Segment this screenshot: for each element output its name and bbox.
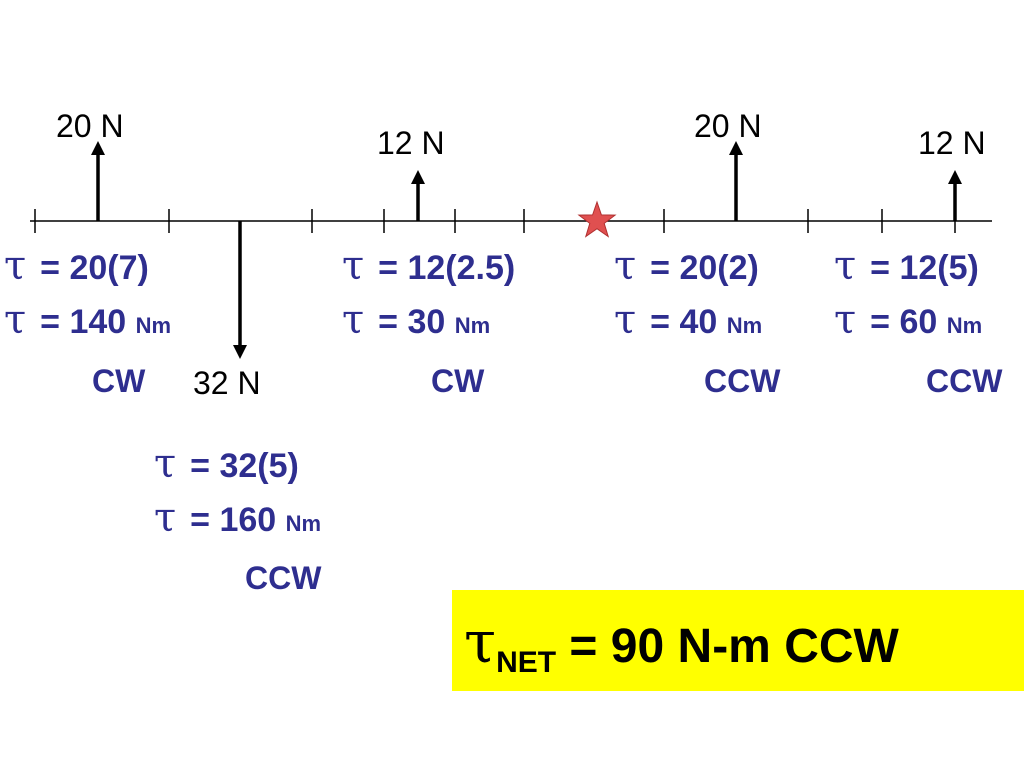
- torque-result: τ = 30 Nm: [342, 300, 490, 346]
- rotation-direction: CCW: [926, 363, 1003, 399]
- tau-symbol: τ: [342, 297, 365, 343]
- net-torque-value: = 90 N-m CCW: [556, 620, 899, 673]
- torque-equation: τ = 12(5): [834, 246, 979, 288]
- torque-unit: Nm: [454, 313, 491, 338]
- tau-symbol: τ: [4, 243, 27, 289]
- torque-unit: Nm: [285, 511, 322, 536]
- torque-result: τ = 160 Nm: [154, 498, 321, 544]
- tau-symbol: τ: [154, 441, 177, 487]
- rotation-direction: CW: [92, 363, 146, 399]
- tau-symbol: τ: [834, 243, 857, 289]
- tau-symbol: τ: [614, 297, 637, 343]
- torque-unit: Nm: [726, 313, 763, 338]
- torque-result: τ = 140 Nm: [4, 300, 171, 346]
- torque-expression: = 12(5): [870, 249, 979, 287]
- torque-value: = 60: [870, 303, 938, 341]
- pivot-star-icon: [577, 200, 617, 238]
- torque-expression: = 20(7): [40, 249, 149, 287]
- tau-symbol: τ: [4, 297, 27, 343]
- rotation-direction: CCW: [704, 363, 781, 399]
- torque-equation: τ = 32(5): [154, 444, 299, 486]
- tau-symbol: τ: [464, 608, 497, 676]
- torque-result: τ = 40 Nm: [614, 300, 762, 346]
- tau-symbol: τ: [154, 495, 177, 541]
- force-label: 12 N: [377, 125, 445, 161]
- tau-symbol: τ: [834, 297, 857, 343]
- rotation-direction: CCW: [245, 560, 322, 596]
- torque-result: τ = 60 Nm: [834, 300, 982, 346]
- torque-equation: τ = 12(2.5): [342, 246, 515, 288]
- torque-value: = 30: [378, 303, 446, 341]
- torque-unit: Nm: [946, 313, 983, 338]
- torque-expression: = 32(5): [190, 447, 299, 485]
- torque-expression: = 12(2.5): [378, 249, 516, 287]
- torque-equation: τ = 20(7): [4, 246, 149, 288]
- tau-symbol: τ: [342, 243, 365, 289]
- torque-value: = 160: [190, 501, 277, 539]
- torque-value: = 40: [650, 303, 718, 341]
- tau-symbol: τ: [614, 243, 637, 289]
- rotation-direction: CW: [431, 363, 485, 399]
- force-label: 32 N: [193, 365, 261, 401]
- net-torque-box: τNET = 90 N-m CCW: [452, 590, 1024, 691]
- net-torque-text: τNET = 90 N-m CCW: [464, 608, 899, 680]
- force-label: 20 N: [694, 108, 762, 144]
- torque-equation: τ = 20(2): [614, 246, 759, 288]
- torque-value: = 140: [40, 303, 127, 341]
- force-label: 20 N: [56, 108, 124, 144]
- torque-expression: = 20(2): [650, 249, 759, 287]
- net-subscript: NET: [496, 646, 557, 679]
- force-label: 12 N: [918, 125, 986, 161]
- torque-unit: Nm: [135, 313, 172, 338]
- force-arrows: [91, 141, 962, 359]
